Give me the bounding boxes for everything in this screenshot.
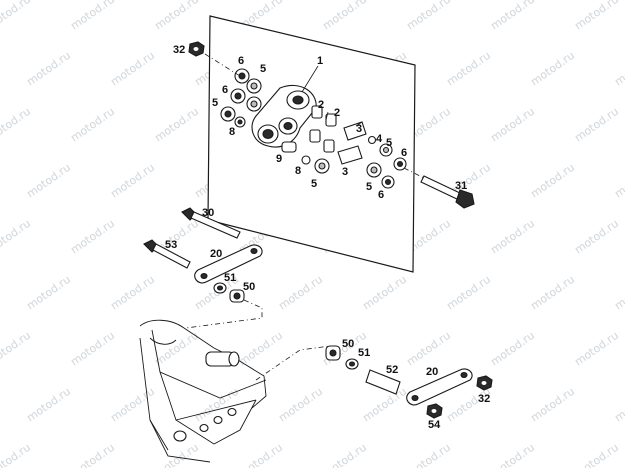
watermark-text: motod.ru bbox=[276, 273, 325, 313]
watermark-text: motod.ru bbox=[0, 105, 33, 145]
watermark-text: motod.ru bbox=[236, 329, 285, 369]
watermark-text: motod.ru bbox=[152, 441, 201, 468]
callout-30: 30 bbox=[202, 207, 214, 219]
watermark-text: motod.ru bbox=[360, 385, 409, 425]
watermark-text: motod.ru bbox=[276, 385, 325, 425]
callout-6: 6 bbox=[378, 189, 384, 201]
watermark-text: motod.ru bbox=[24, 385, 73, 425]
watermark-text: motod.ru bbox=[0, 329, 33, 369]
watermark-text: motod.ru bbox=[528, 385, 577, 425]
watermark-text: motod.ru bbox=[152, 105, 201, 145]
leader-lines bbox=[301, 65, 363, 127]
link-arm-20-upper bbox=[194, 244, 263, 284]
watermark-text: motod.ru bbox=[404, 0, 453, 32]
callout-32: 32 bbox=[478, 393, 490, 405]
watermark-text: motod.ru bbox=[68, 329, 117, 369]
watermark-text: motod.ru bbox=[572, 217, 621, 257]
callout-5: 5 bbox=[386, 137, 392, 149]
bushing-50-lower bbox=[325, 345, 341, 361]
watermark-text: motod.ru bbox=[488, 329, 537, 369]
callout-8: 8 bbox=[229, 126, 235, 138]
watermark-text: motod.ru bbox=[572, 0, 621, 32]
callout-labels: 1 32 6 5 6 5 8 2 2 3 4 5 6 9 8 5 3 5 6 3… bbox=[165, 44, 490, 431]
callout-5: 5 bbox=[212, 97, 218, 109]
watermark-text: motod.ru bbox=[24, 161, 73, 201]
callout-50: 50 bbox=[342, 338, 354, 350]
nut-32-top bbox=[188, 41, 205, 57]
watermark-text: motod.ru bbox=[528, 273, 577, 313]
watermark-text: motod.ru bbox=[108, 161, 157, 201]
callout-6: 6 bbox=[222, 84, 228, 96]
watermark-text: motod.ru bbox=[612, 385, 625, 425]
bushing-50-upper bbox=[229, 289, 245, 303]
callout-32: 32 bbox=[173, 44, 185, 56]
watermark-text: motod.ru bbox=[108, 49, 157, 89]
nut-32-lower bbox=[476, 375, 493, 391]
watermark-text: motod.ru bbox=[572, 329, 621, 369]
watermark-text: motod.ru bbox=[0, 0, 33, 32]
watermark-text: motod.ru bbox=[68, 105, 117, 145]
watermark-text: motod.ru bbox=[488, 441, 537, 468]
bolt-30 bbox=[181, 207, 241, 239]
watermark-text: motod.ru bbox=[612, 49, 625, 89]
callout-5: 5 bbox=[311, 178, 317, 190]
watermark-text: motod.ru bbox=[528, 49, 577, 89]
watermark-text: motod.ru bbox=[612, 161, 625, 201]
watermark-text: motod.ru bbox=[0, 217, 33, 257]
callout-5: 5 bbox=[366, 181, 372, 193]
callout-3: 3 bbox=[342, 166, 348, 178]
bolt-53 bbox=[143, 239, 191, 269]
watermark-text: motod.ru bbox=[528, 161, 577, 201]
watermark-text: motod.ru bbox=[488, 0, 537, 32]
callout-2: 2 bbox=[334, 107, 340, 119]
callout-4: 4 bbox=[376, 133, 383, 145]
watermark-text: motod.ru bbox=[108, 273, 157, 313]
watermark-text: motod.ru bbox=[444, 273, 493, 313]
callout-8: 8 bbox=[295, 165, 301, 177]
watermark-text: motod.ru bbox=[68, 0, 117, 32]
link-arm-20-lower bbox=[406, 368, 473, 406]
watermark-text: motod.ru bbox=[68, 441, 117, 468]
callout-9: 9 bbox=[276, 153, 282, 165]
callout-51: 51 bbox=[358, 347, 370, 359]
callout-31: 31 bbox=[455, 180, 467, 192]
nut-54 bbox=[426, 403, 443, 419]
callout-3: 3 bbox=[356, 123, 362, 135]
swingarm-frame bbox=[139, 319, 267, 463]
callout-5: 5 bbox=[260, 63, 266, 75]
callout-50: 50 bbox=[243, 281, 255, 293]
watermark-text: motod.ru bbox=[24, 49, 73, 89]
callout-52: 52 bbox=[386, 364, 398, 376]
inset-panel bbox=[207, 15, 416, 273]
callout-6: 6 bbox=[401, 147, 407, 159]
watermark-text: motod.ru bbox=[404, 441, 453, 468]
watermark-text: motod.ru bbox=[320, 0, 369, 32]
watermark-text: motod.ru bbox=[572, 105, 621, 145]
callout-6: 6 bbox=[238, 55, 244, 67]
callout-54: 54 bbox=[428, 419, 441, 431]
watermark-text: motod.ru bbox=[488, 105, 537, 145]
bearing-set bbox=[220, 68, 407, 189]
watermark-text: motod.ru bbox=[612, 273, 625, 313]
watermark-text: motod.ru bbox=[488, 217, 537, 257]
callout-51: 51 bbox=[224, 272, 236, 284]
watermark-text: motod.ru bbox=[0, 441, 33, 468]
watermark-text: motod.ru bbox=[68, 217, 117, 257]
callout-20: 20 bbox=[210, 248, 222, 260]
watermark-text: motod.ru bbox=[24, 273, 73, 313]
watermark-text: motod.ru bbox=[152, 0, 201, 32]
watermark-text: motod.ru bbox=[444, 49, 493, 89]
spacer-52 bbox=[365, 369, 401, 395]
watermark-text: motod.ru bbox=[236, 441, 285, 468]
watermark-text: motod.ru bbox=[360, 273, 409, 313]
callout-1: 1 bbox=[317, 55, 323, 67]
watermark-text: motod.ru bbox=[320, 441, 369, 468]
watermark-text: motod.ru bbox=[404, 329, 453, 369]
callout-53: 53 bbox=[165, 239, 177, 251]
bolt-31 bbox=[420, 175, 475, 209]
watermark-text: motod.ru bbox=[572, 441, 621, 468]
callout-20: 20 bbox=[426, 366, 438, 378]
callout-2: 2 bbox=[318, 99, 324, 111]
